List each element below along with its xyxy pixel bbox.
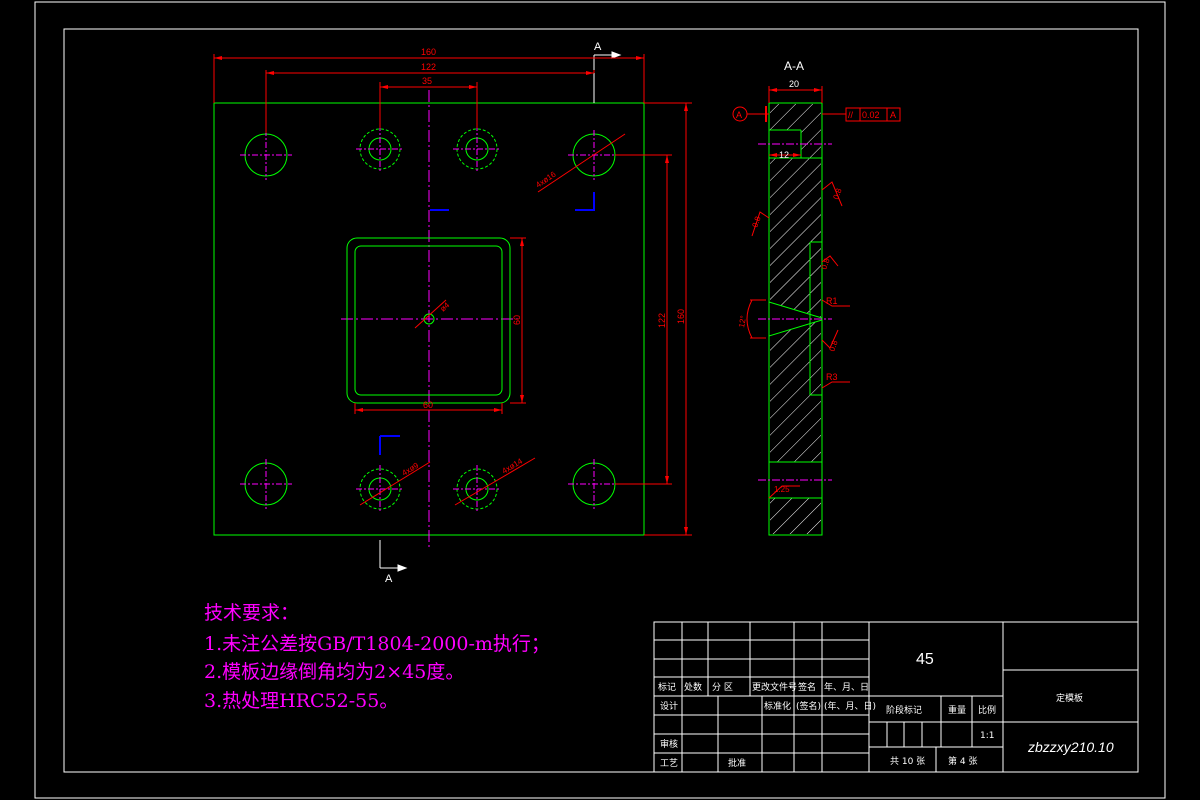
svg-text:处数: 处数 bbox=[684, 681, 702, 693]
angle: 12° bbox=[737, 315, 748, 328]
large-hole bbox=[240, 130, 292, 180]
dim-thickness: 20 bbox=[789, 79, 799, 89]
dim-small-holes: 4xø9 bbox=[400, 461, 420, 478]
dim-pocket-width: 60 bbox=[423, 400, 433, 410]
part-name: 定模板 bbox=[1056, 692, 1083, 704]
dim-sleeve-holes: 4xø14 bbox=[500, 456, 524, 475]
dim-pocket-height: 60 bbox=[512, 315, 522, 325]
scale-value: 1:1 bbox=[980, 731, 994, 741]
dim-hole-pitch-x: 122 bbox=[421, 62, 436, 72]
svg-text:比例: 比例 bbox=[978, 704, 996, 716]
dim-hole-pitch-y: 122 bbox=[657, 313, 667, 328]
section-cut-line bbox=[379, 192, 595, 455]
section-view: A-A bbox=[732, 59, 901, 536]
center-hole bbox=[423, 313, 435, 325]
pocket bbox=[346, 237, 511, 404]
sleeve-hole bbox=[356, 125, 404, 173]
section-label-bottom: A bbox=[385, 573, 393, 585]
svg-text:设计: 设计 bbox=[660, 700, 678, 712]
technical-requirements: 技术要求： 1.未注公差按GB/T1804-2000-m执行； 2.模板边缘倒角… bbox=[204, 602, 550, 712]
section-label-top: A bbox=[594, 41, 602, 53]
svg-text:第 4 张: 第 4 张 bbox=[948, 755, 977, 767]
svg-text:A: A bbox=[736, 110, 742, 120]
requirements-heading: 技术要求： bbox=[204, 602, 299, 624]
requirement-3: 3.热处理HRC52-55。 bbox=[204, 690, 398, 712]
dim-center-hole: ø4 bbox=[438, 300, 451, 313]
material: 45 bbox=[916, 651, 934, 668]
inner-frame bbox=[63, 28, 1139, 773]
svg-text:阶段标记: 阶段标记 bbox=[886, 704, 922, 716]
svg-text:标记: 标记 bbox=[658, 681, 676, 693]
sleeve-hole bbox=[356, 465, 404, 513]
svg-text:0.02: 0.02 bbox=[862, 110, 880, 120]
drawing-number: zbzzxy210.10 bbox=[1027, 739, 1114, 755]
dim-overall-height: 160 bbox=[676, 309, 686, 324]
requirement-1: 1.未注公差按GB/T1804-2000-m执行； bbox=[204, 633, 550, 655]
large-hole bbox=[568, 459, 620, 509]
roughness-5: 1.25 bbox=[774, 485, 790, 494]
svg-text:签名: 签名 bbox=[798, 681, 816, 693]
svg-text:批准: 批准 bbox=[728, 757, 746, 769]
svg-text://: // bbox=[848, 110, 854, 120]
svg-text:重量: 重量 bbox=[948, 704, 966, 716]
radius-1: R1 bbox=[826, 296, 838, 306]
requirement-2: 2.模板边缘倒角均为2×45度。 bbox=[204, 661, 464, 683]
tolerance-frame: // 0.02 A bbox=[822, 107, 901, 122]
sleeve-hole bbox=[453, 465, 501, 513]
roughness-3: 0.8 bbox=[819, 257, 831, 271]
roughness-1: 0.8 bbox=[831, 187, 843, 201]
section-title: A-A bbox=[784, 59, 804, 73]
roughness-4: 0.8 bbox=[827, 339, 839, 353]
large-hole bbox=[240, 459, 292, 509]
svg-text:审核: 审核 bbox=[660, 738, 678, 750]
outer-frame bbox=[34, 1, 1166, 799]
svg-text:共 10 张: 共 10 张 bbox=[890, 756, 925, 767]
plan-view: A A bbox=[213, 41, 692, 585]
dim-overall-width: 160 bbox=[421, 47, 436, 57]
datum-a: A bbox=[732, 106, 769, 122]
svg-text:(签名): (签名) bbox=[796, 700, 821, 712]
title-block bbox=[653, 621, 1139, 773]
svg-text:标准化: 标准化 bbox=[764, 700, 791, 712]
radius-2: R3 bbox=[826, 372, 838, 382]
svg-text:分 区: 分 区 bbox=[712, 682, 733, 693]
dim-counterbore: 12 bbox=[779, 150, 789, 160]
svg-text:年、月、日: 年、月、日 bbox=[824, 681, 869, 693]
svg-text:A: A bbox=[890, 110, 896, 120]
title-block-text: 标记 处数 分 区 更改文件号 签名 年、月、日 设计 标准化 (签名) (年、… bbox=[658, 651, 1114, 769]
sleeve-hole bbox=[453, 125, 501, 173]
roughness-2: 0.8 bbox=[750, 215, 762, 229]
svg-text:工艺: 工艺 bbox=[660, 758, 678, 769]
svg-text:(年、月、日): (年、月、日) bbox=[824, 700, 876, 712]
svg-text:更改文件号: 更改文件号 bbox=[752, 681, 797, 693]
dim-inner-pitch-x: 35 bbox=[422, 76, 432, 86]
